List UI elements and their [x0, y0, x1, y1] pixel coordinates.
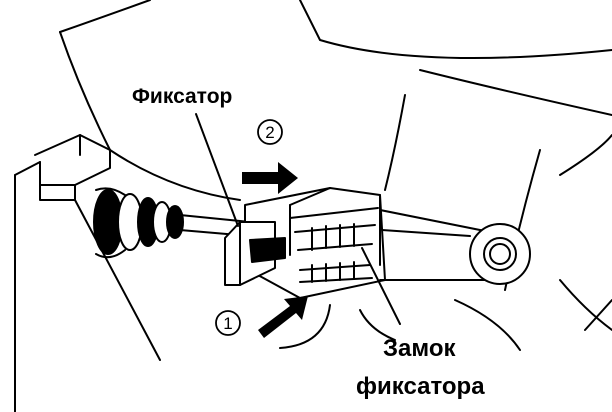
arrow-push-right [242, 162, 298, 194]
firewall-bracket [14, 134, 161, 412]
latch-clip [224, 221, 286, 286]
svg-text:2: 2 [265, 123, 274, 142]
svg-text:1: 1 [223, 314, 232, 333]
release-lever [379, 209, 531, 285]
label-latch: Фиксатор [132, 85, 232, 108]
body-panel-lines [59, 0, 612, 351]
label-lock-line1: Замок [383, 335, 456, 362]
step-1-marker: 1 [215, 310, 241, 336]
step-2-marker: 2 [257, 119, 283, 145]
cable-boot [93, 187, 184, 259]
leader-lines [195, 113, 401, 325]
arrow-push-up [258, 296, 308, 338]
label-lock-line2: фиксатора [356, 373, 485, 400]
